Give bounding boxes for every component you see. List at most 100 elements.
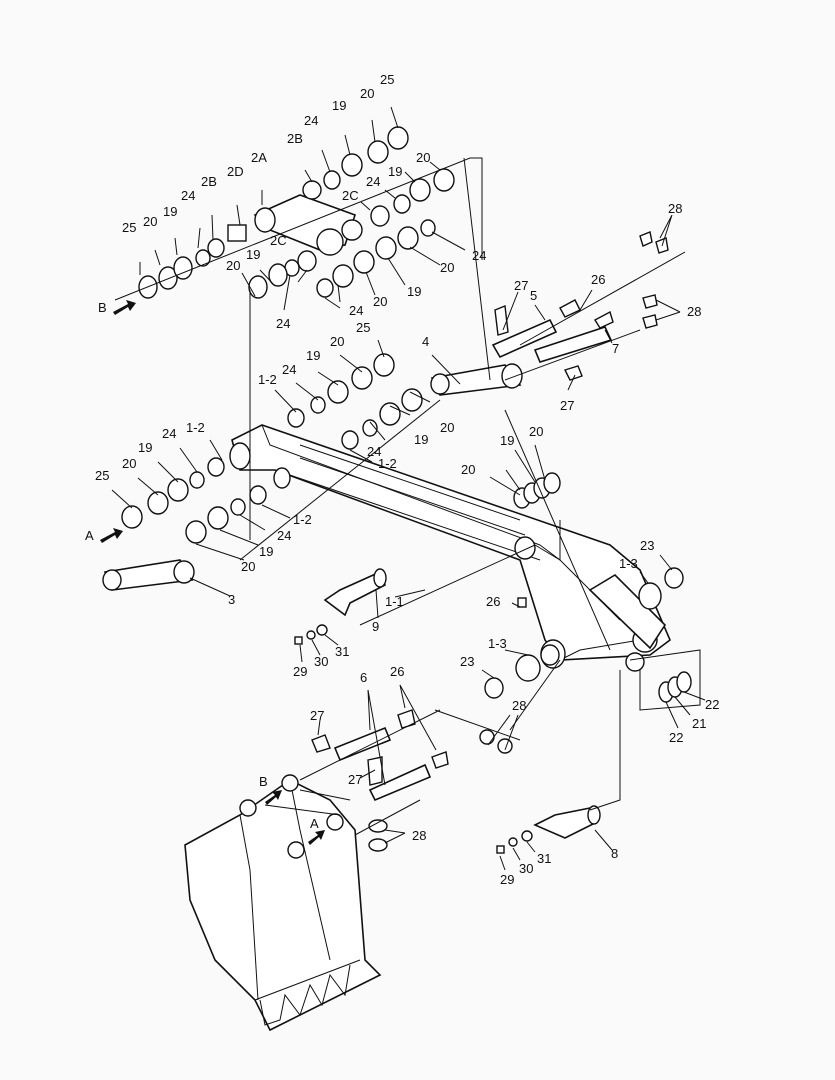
label: 31 [537,851,551,866]
arrows [100,300,325,845]
label: 24 [304,113,318,128]
pins-6 [311,709,513,852]
label: 20 [226,258,240,273]
label: 28 [512,698,526,713]
label: 24 [181,188,195,203]
arrow-a-left-icon [100,528,123,543]
label: 25 [356,320,370,335]
label: 19 [500,433,514,448]
label: 19 [163,204,177,219]
label: 24 [349,303,363,318]
label: 20 [416,150,430,165]
label: 2D [227,164,244,179]
label: 1-3 [488,636,507,651]
label: 24 [366,174,380,189]
label: 1-1 [385,594,404,609]
label: 2C [270,233,287,248]
label: 26 [390,664,404,679]
label: 20 [241,559,255,574]
label: 29 [500,872,514,887]
label: 6 [360,670,367,685]
label: 26 [486,594,500,609]
label: 20 [360,86,374,101]
pins-5-7 [491,231,669,381]
label: 20 [440,260,454,275]
label: 1-2 [186,420,205,435]
label: 25 [380,72,394,87]
label: 19 [407,284,421,299]
label: 8 [611,846,618,861]
leader-lines [111,106,706,871]
washers-and-bushings [121,126,692,854]
label: 23 [640,538,654,553]
label: 24 [162,426,176,441]
label: 28 [412,828,426,843]
label: 19 [388,164,402,179]
label: 30 [519,861,533,876]
arrow-b-left-icon [113,300,136,315]
label: 1-2 [258,372,277,387]
arrow-a-bucket-icon [308,830,325,845]
label: 27 [310,708,324,723]
label: 1-2 [378,456,397,471]
label: 20 [373,294,387,309]
label: 27 [514,278,528,293]
label: 23 [460,654,474,669]
label: 19 [306,348,320,363]
label: 24 [277,528,291,543]
label: 20 [529,424,543,439]
label: 25 [95,468,109,483]
label: 22 [705,697,719,712]
label: 4 [422,334,429,349]
label: 26 [591,272,605,287]
label: 19 [259,544,273,559]
label: B [259,774,268,789]
label: 2B [287,131,303,146]
link-2a [253,194,363,256]
label: 1-3 [619,556,638,571]
label: 7 [612,341,619,356]
label: 20 [440,420,454,435]
label: 1-2 [293,512,312,527]
label: 24 [276,316,290,331]
label: 24 [367,444,381,459]
label: 29 [293,664,307,679]
label: 20 [330,334,344,349]
label: 5 [530,288,537,303]
label: 19 [332,98,346,113]
label: 3 [228,592,235,607]
arrow-b-bucket-icon [265,790,282,805]
label: 2B [201,174,217,189]
link-3 [102,559,195,591]
bucket [184,774,382,1032]
label: 31 [335,644,349,659]
link-4 [430,363,523,396]
label: 21 [692,716,706,731]
label: 27 [348,772,362,787]
label: 20 [461,462,475,477]
label: 28 [668,201,682,216]
label: 20 [122,456,136,471]
label: A [310,816,319,831]
label: 19 [138,440,152,455]
label: B [98,300,107,315]
label: 22 [669,730,683,745]
label: 2C [342,188,359,203]
label: 30 [314,654,328,669]
label: 19 [246,247,260,262]
label: 24 [472,248,486,263]
label: 28 [687,304,701,319]
pin-9 [323,568,387,617]
part-labels: 25 20 19 24 2B 2D 2A 2B 24 19 20 25 20 2… [85,72,719,887]
arm-assembly [229,424,671,672]
label: 2A [251,150,267,165]
label: 19 [414,432,428,447]
label: A [85,528,94,543]
label: 25 [122,220,136,235]
label: 9 [372,619,379,634]
label: 27 [560,398,574,413]
pin-8 [533,805,601,839]
label: 24 [282,362,296,377]
